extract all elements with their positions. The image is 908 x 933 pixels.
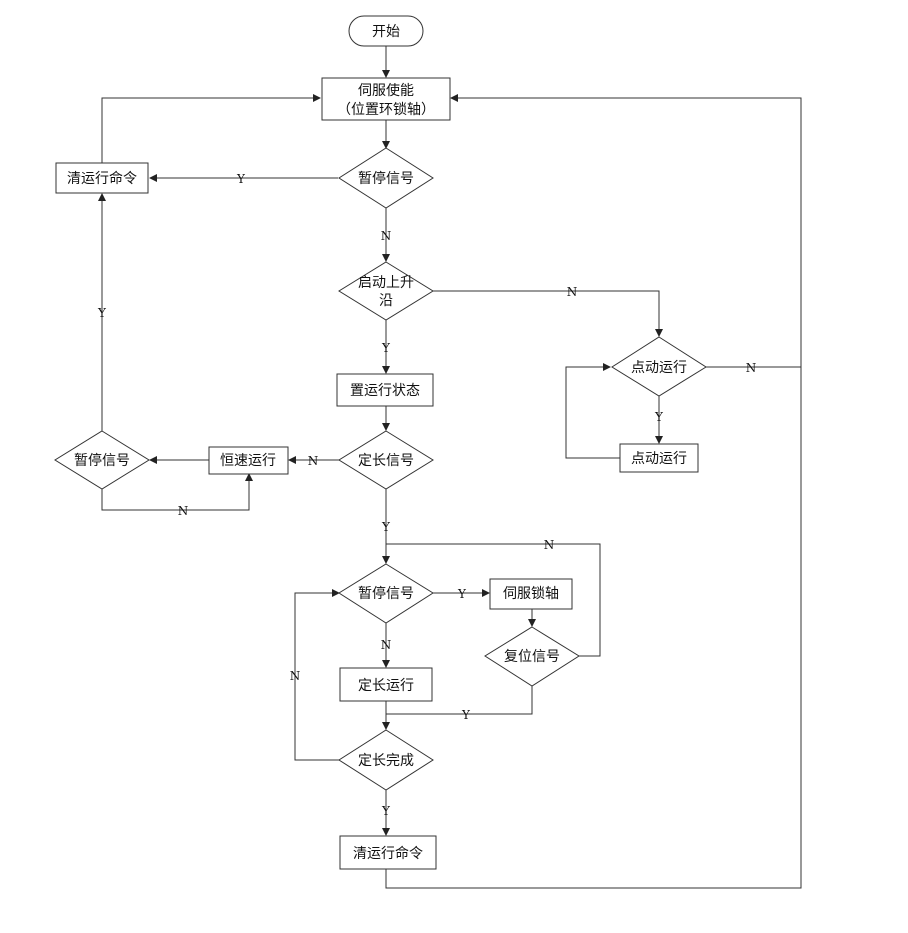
- fixed-length-text: 定长信号: [358, 453, 414, 469]
- label-n: N: [544, 538, 555, 552]
- edge-rise-to-jog: [433, 290, 663, 337]
- node-start: 开始: [348, 15, 424, 47]
- label-n: N: [381, 229, 392, 243]
- servo-enable-line2: （位置环锁轴）: [337, 102, 435, 118]
- edge-clear-to-rail: [385, 367, 802, 889]
- node-fixed-length-run: 定长运行: [339, 667, 433, 702]
- node-pause-3: 暂停信号: [338, 563, 434, 624]
- pause-3-diamond: [338, 563, 434, 624]
- fixed-done-text: 定长完成: [358, 753, 414, 769]
- label-y: Y: [654, 410, 664, 424]
- start-rise-line1: 启动上升: [358, 275, 414, 291]
- const-speed-text: 恒速运行: [220, 453, 276, 469]
- edge-done-no-loop: [294, 589, 340, 761]
- node-servo-enable: 伺服使能 （位置环锁轴）: [321, 77, 451, 121]
- node-pause-1: 暂停信号: [338, 147, 434, 209]
- servo-enable-line1: 伺服使能: [358, 82, 414, 99]
- label-y: Y: [236, 172, 246, 186]
- label-n: N: [308, 454, 319, 468]
- node-clear-bottom: 清运行命令: [339, 835, 437, 870]
- label-n: N: [381, 638, 392, 652]
- const-speed-box: [208, 446, 289, 475]
- node-fixed-length-signal: 定长信号: [338, 430, 434, 490]
- label-y: Y: [457, 587, 467, 601]
- edge-jogbox-loop: [565, 363, 620, 459]
- node-const-speed: 恒速运行: [208, 446, 289, 475]
- start-rise-diamond: [338, 261, 434, 321]
- edge-pauseleft-loop: [101, 473, 253, 511]
- pause-left-diamond: [54, 430, 150, 490]
- jog-box-text: 点动运行: [631, 451, 687, 467]
- start-text: 开始: [372, 24, 400, 40]
- fixed-run-box: [339, 667, 433, 702]
- node-servo-lock: 伺服锁轴: [489, 578, 573, 610]
- pause-left-text: 暂停信号: [74, 452, 130, 469]
- reset-diamond: [484, 626, 580, 687]
- node-jog-decision: 点动运行: [611, 336, 707, 397]
- clear-bottom-text: 清运行命令: [353, 845, 423, 862]
- node-fixed-length-done: 定长完成: [338, 729, 434, 791]
- node-reset-signal: 复位信号: [484, 626, 580, 687]
- start-rise-line2: 沿: [379, 293, 393, 309]
- label-y: Y: [381, 341, 391, 355]
- node-set-run-state: 置运行状态: [336, 373, 434, 407]
- label-y: Y: [97, 306, 107, 320]
- jog-decision-diamond: [611, 336, 707, 397]
- pause-1-diamond: [338, 147, 434, 209]
- label-y: Y: [381, 520, 391, 534]
- node-jog-box: 点动运行: [619, 443, 699, 473]
- label-n: N: [746, 361, 757, 375]
- label-y: Y: [381, 804, 391, 818]
- set-run-state-box: [336, 373, 434, 407]
- connectors: [98, 46, 802, 889]
- fixed-run-text: 定长运行: [358, 678, 414, 694]
- set-run-state-text: 置运行状态: [350, 383, 420, 399]
- pause-3-text: 暂停信号: [358, 585, 414, 602]
- jog-box-rect: [619, 443, 699, 473]
- node-pause-left: 暂停信号: [54, 430, 150, 490]
- clear-bottom-box: [339, 835, 437, 870]
- servo-enable-box: [321, 77, 451, 121]
- reset-text: 复位信号: [504, 648, 560, 665]
- edge-reset-yes: [386, 686, 533, 715]
- edge-reset-no-loop: [386, 543, 601, 657]
- label-n: N: [178, 504, 189, 518]
- clear-top-text: 清运行命令: [67, 170, 137, 187]
- label-n: N: [567, 285, 578, 299]
- servo-lock-text: 伺服锁轴: [503, 586, 559, 602]
- node-start-rise: 启动上升 沿: [338, 261, 434, 321]
- edge-clear-to-enable: [101, 94, 321, 163]
- edge-labels: Y N Y N Y N Y N N Y N Y N Y N Y: [97, 172, 756, 818]
- fixed-length-diamond: [338, 430, 434, 490]
- start-terminal: [348, 15, 424, 47]
- node-clear-top: 清运行命令: [55, 162, 149, 194]
- fixed-done-diamond: [338, 729, 434, 791]
- label-y: Y: [461, 708, 471, 722]
- jog-decision-text: 点动运行: [631, 360, 687, 376]
- clear-top-box: [55, 162, 149, 194]
- pause-1-text: 暂停信号: [358, 170, 414, 187]
- edge-jog-to-enable: [450, 94, 802, 368]
- servo-lock-box: [489, 578, 573, 610]
- label-n: N: [290, 669, 301, 683]
